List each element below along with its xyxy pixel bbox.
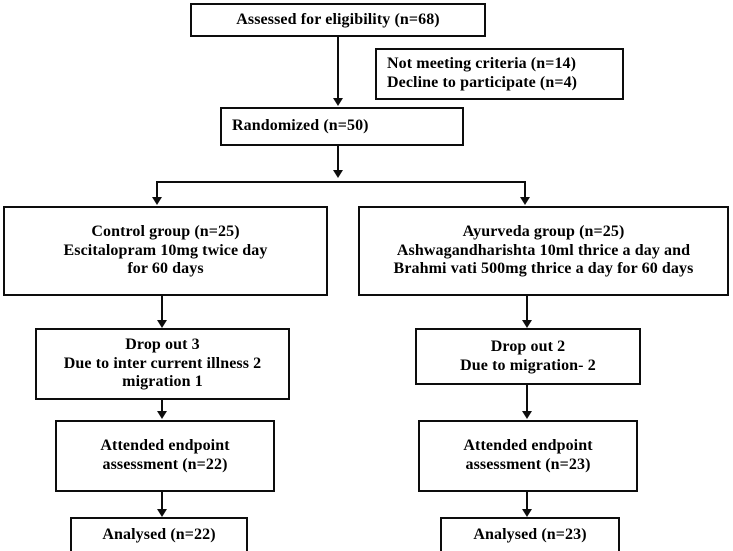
connector-randomized-stub: [337, 146, 339, 172]
node-excluded-line-2: Decline to participate (n=4): [387, 74, 578, 91]
node-control-dropout-line-1: Drop out 3: [125, 335, 200, 353]
connector-assessed-to-randomized: [337, 37, 339, 100]
node-assessed-for-eligibility: Assessed for eligibility (n=68): [190, 3, 486, 37]
node-control-dropout: Drop out 3 Due to inter current illness …: [35, 328, 290, 400]
node-control-group-line-2: Escitalopram 10mg twice day: [63, 241, 268, 259]
node-control-group-line-3: for 60 days: [127, 260, 204, 278]
arrowhead-control-group-to-dropout: [157, 320, 167, 328]
node-ayurveda-endpoint-line-1: Attended endpoint: [463, 437, 593, 455]
node-ayurveda-analysed: Analysed (n=23): [440, 517, 620, 551]
node-control-analysed: Analysed (n=22): [70, 517, 248, 551]
arrowhead-assessed-to-randomized: [333, 98, 343, 106]
node-control-group-line-1: Control group (n=25): [91, 222, 240, 240]
node-assessed-line-1: Assessed for eligibility (n=68): [236, 10, 440, 28]
node-control-endpoint: Attended endpoint assessment (n=22): [55, 420, 275, 492]
connector-split-horizontal: [156, 181, 526, 183]
connector-ayurveda-endpoint-to-analysed: [526, 492, 528, 512]
arrowhead-split-left-branch: [152, 197, 162, 205]
node-excluded-line-1: Not meeting criteria (n=14): [387, 55, 577, 73]
connector-ayurveda-dropout-to-endpoint: [526, 385, 528, 413]
node-ayurveda-endpoint-line-2: assessment (n=23): [465, 456, 591, 473]
node-ayurveda-group-line-3: Brahmi vati 500mg thrice a day for 60 da…: [393, 260, 694, 278]
connector-ayurveda-group-to-dropout: [526, 296, 528, 322]
arrowhead-ayurveda-dropout-to-endpoint: [522, 411, 532, 419]
node-control-endpoint-line-1: Attended endpoint: [100, 437, 230, 455]
connector-split-right-branch: [524, 181, 526, 202]
arrowhead-split-right-branch: [520, 197, 530, 205]
node-excluded: Not meeting criteria (n=14) Decline to p…: [375, 48, 624, 100]
connector-control-group-to-dropout: [161, 296, 163, 322]
arrowhead-ayurveda-group-to-dropout: [522, 320, 532, 328]
node-control-dropout-line-3: migration 1: [122, 373, 203, 391]
node-control-analysed-line-1: Analysed (n=22): [102, 525, 216, 543]
arrowhead-control-endpoint-to-analysed: [157, 509, 167, 517]
node-ayurveda-group-line-1: Ayurveda group (n=25): [462, 222, 625, 240]
node-randomized: Randomized (n=50): [220, 107, 464, 146]
connector-split-left-branch: [156, 181, 158, 202]
connector-control-endpoint-to-analysed: [161, 492, 163, 512]
node-ayurveda-analysed-line-1: Analysed (n=23): [473, 525, 587, 543]
node-ayurveda-dropout: Drop out 2 Due to migration- 2: [415, 328, 641, 385]
node-control-endpoint-line-2: assessment (n=22): [102, 456, 228, 473]
arrowhead-ayurveda-endpoint-to-analysed: [522, 509, 532, 517]
node-control-group: Control group (n=25) Escitalopram 10mg t…: [3, 206, 328, 296]
arrowhead-randomized-stub: [333, 170, 343, 178]
node-control-dropout-line-2: Due to inter current illness 2: [63, 354, 262, 372]
node-randomized-line-1: Randomized (n=50): [232, 117, 369, 135]
arrowhead-control-dropout-to-endpoint: [157, 411, 167, 419]
node-ayurveda-group: Ayurveda group (n=25) Ashwagandharishta …: [358, 206, 729, 296]
node-ayurveda-dropout-line-2: Due to migration- 2: [460, 356, 596, 374]
node-ayurveda-dropout-line-1: Drop out 2: [490, 337, 566, 355]
node-ayurveda-endpoint: Attended endpoint assessment (n=23): [418, 420, 638, 492]
node-ayurveda-group-line-2: Ashwagandharishta 10ml thrice a day and: [396, 241, 691, 259]
connector-control-dropout-to-endpoint: [161, 400, 163, 413]
